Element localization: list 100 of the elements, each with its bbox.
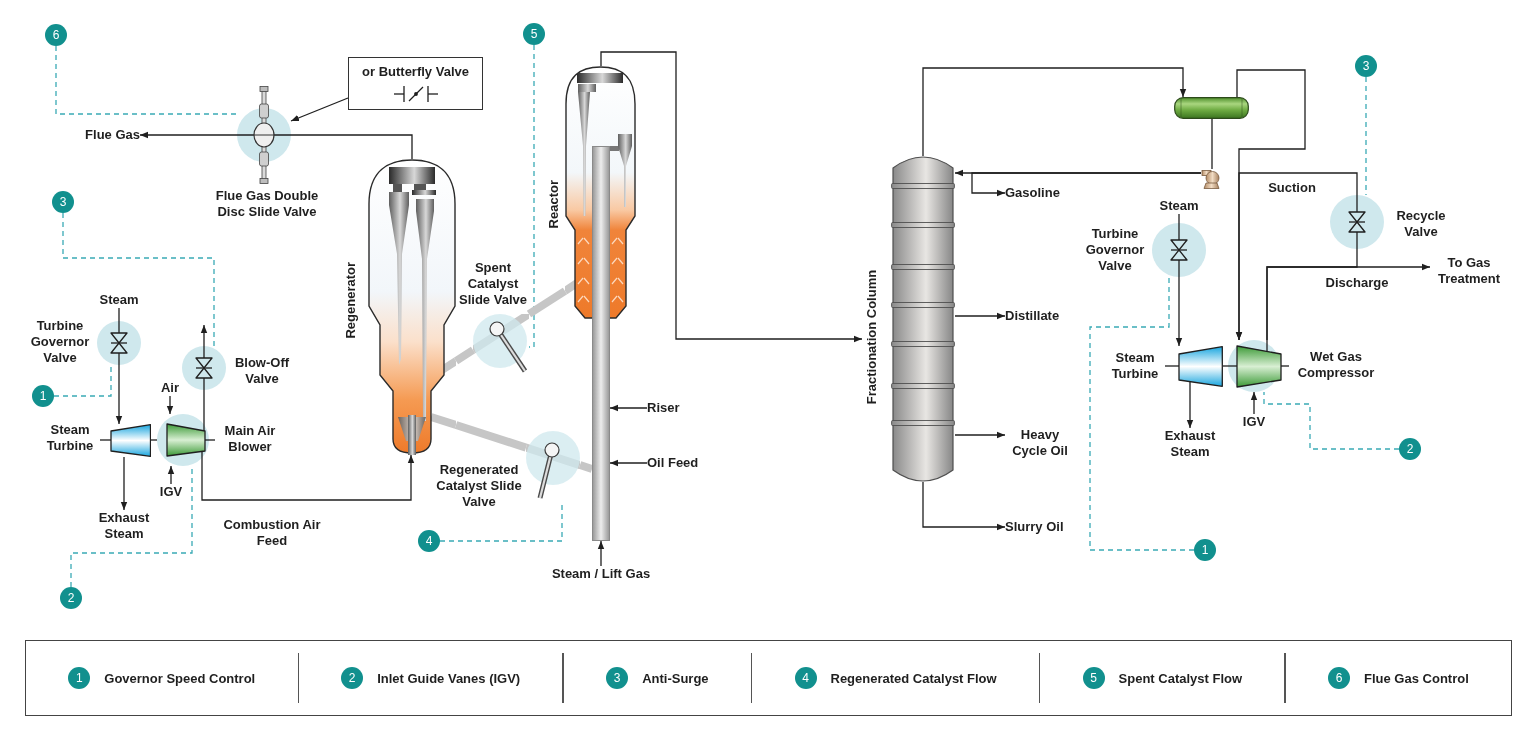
- turbine-icon: [100, 424, 151, 457]
- equipment-label: Turbine Governor Valve: [1084, 226, 1146, 274]
- stream-label: Distillate: [1005, 308, 1060, 324]
- note-panel: [348, 57, 483, 110]
- flow-arrow: [290, 97, 349, 122]
- stream-label: Flue Gas: [85, 127, 140, 143]
- process-line: [1266, 248, 1358, 341]
- stream-label: To Gas Treatment: [1430, 255, 1508, 287]
- vessel-label: Regenerator: [343, 262, 359, 339]
- catalyst-pipe: [578, 461, 594, 473]
- stream-label: Steam / Lift Gas: [551, 566, 651, 582]
- stream-label: Exhaust Steam: [89, 510, 159, 542]
- callout-number: 3: [1355, 55, 1377, 77]
- control-valve-icon: [1330, 195, 1384, 249]
- callout-number: 2: [341, 667, 364, 689]
- column-label: Fractionation Column: [864, 269, 880, 405]
- stream-label: Gasoline: [1005, 185, 1060, 201]
- flow-arrow: [922, 481, 1006, 531]
- riser-pipe: [592, 146, 610, 541]
- leader-line: [62, 212, 215, 347]
- stream-label: Slurry Oil: [1005, 519, 1064, 535]
- note-text: or Butterfly Valve: [362, 64, 469, 80]
- callout-number: 2: [1399, 438, 1421, 460]
- control-valve-icon: [182, 346, 226, 390]
- callout-number: 6: [45, 24, 67, 46]
- legend-text: Regenerated Catalyst Flow: [830, 670, 997, 686]
- callout-number: 2: [60, 587, 82, 609]
- flow-arrow: [200, 324, 208, 347]
- legend-text: Anti-Surge: [642, 670, 709, 686]
- flow-arrow: [120, 456, 128, 511]
- flow-arrow: [139, 131, 238, 139]
- legend-text: Inlet Guide Vanes (IGV): [377, 670, 521, 686]
- control-valve-icon: [97, 321, 141, 365]
- equipment-label: Wet Gas Compressor: [1296, 349, 1376, 381]
- equipment-label: Flue Gas Double Disc Slide Valve: [214, 188, 320, 220]
- equipment-label: Blow-Off Valve: [233, 355, 291, 387]
- stream-label: Exhaust Steam: [1155, 428, 1225, 460]
- callout-number: 4: [794, 667, 817, 689]
- process-line: [1211, 118, 1213, 170]
- stream-label: Steam: [99, 292, 139, 308]
- equipment-label: Steam Turbine: [1110, 350, 1160, 382]
- stream-label: Steam: [1159, 198, 1199, 214]
- equipment-label: Recycle Valve: [1395, 208, 1447, 240]
- leader-line: [528, 44, 535, 348]
- legend-text: Flue Gas Control: [1364, 670, 1469, 686]
- process-line: [1178, 213, 1180, 224]
- leader-line: [1089, 276, 1195, 551]
- horizontal-drum: [1174, 97, 1249, 119]
- stream-label: Air: [160, 380, 180, 396]
- slide-valve-icon: [526, 431, 580, 501]
- catalyst-pipe: [453, 346, 476, 365]
- flow-arrow: [954, 431, 1006, 439]
- process-line: [203, 389, 205, 415]
- leader-line: [53, 364, 112, 397]
- callout-number: 1: [1194, 539, 1216, 561]
- flow-arrow: [1175, 276, 1183, 347]
- flow-arrow: [1186, 386, 1194, 429]
- valve-icon: [237, 86, 291, 184]
- callout-number: 3: [52, 191, 74, 213]
- flow-arrow: [922, 67, 1187, 157]
- flow-arrow: [1235, 172, 1358, 341]
- flow-arrow: [597, 540, 605, 567]
- equipment-label: Main Air Blower: [223, 423, 277, 455]
- compressor-icon: [157, 414, 215, 466]
- flow-arrow: [600, 51, 863, 343]
- flow-arrow: [609, 404, 648, 412]
- process-line: [118, 307, 120, 322]
- process-line: [290, 134, 413, 160]
- callout-number: 5: [523, 23, 545, 45]
- leader-line: [1365, 76, 1367, 196]
- callout-number: 6: [1328, 667, 1351, 689]
- callout-number: 1: [68, 667, 91, 689]
- vessel-label: Reactor: [546, 180, 562, 229]
- stream-label: Oil Feed: [647, 455, 699, 471]
- legend-text: Governor Speed Control: [104, 670, 256, 686]
- legend-text: Spent Catalyst Flow: [1118, 670, 1243, 686]
- control-valve-icon: [1152, 223, 1206, 277]
- turbine-icon: [1165, 346, 1223, 387]
- equipment-label: Steam Turbine: [45, 422, 95, 454]
- callout-number: 5: [1082, 667, 1105, 689]
- process-line: [150, 439, 158, 441]
- flow-arrow: [201, 454, 415, 501]
- equipment-label: Turbine Governor Valve: [29, 318, 91, 366]
- flow-arrow: [115, 364, 123, 425]
- regenerator-vessel: [368, 159, 456, 455]
- equipment-label: Spent Catalyst Slide Valve: [458, 260, 528, 308]
- flow-arrow: [1250, 391, 1258, 415]
- callout-number: 4: [418, 530, 440, 552]
- flow-arrow: [609, 459, 648, 467]
- catalyst-pipe: [526, 287, 568, 318]
- legend-panel: [25, 640, 1512, 716]
- flow-arrow: [954, 312, 1006, 320]
- compressor-icon: [1228, 340, 1289, 392]
- catalyst-pipe: [454, 421, 528, 452]
- leader-line: [55, 45, 238, 115]
- pump-icon: [1201, 169, 1220, 189]
- leader-line: [1263, 391, 1400, 450]
- flow-arrow: [166, 395, 174, 415]
- flow-arrow: [167, 465, 175, 485]
- slide-valve-icon: [473, 314, 529, 374]
